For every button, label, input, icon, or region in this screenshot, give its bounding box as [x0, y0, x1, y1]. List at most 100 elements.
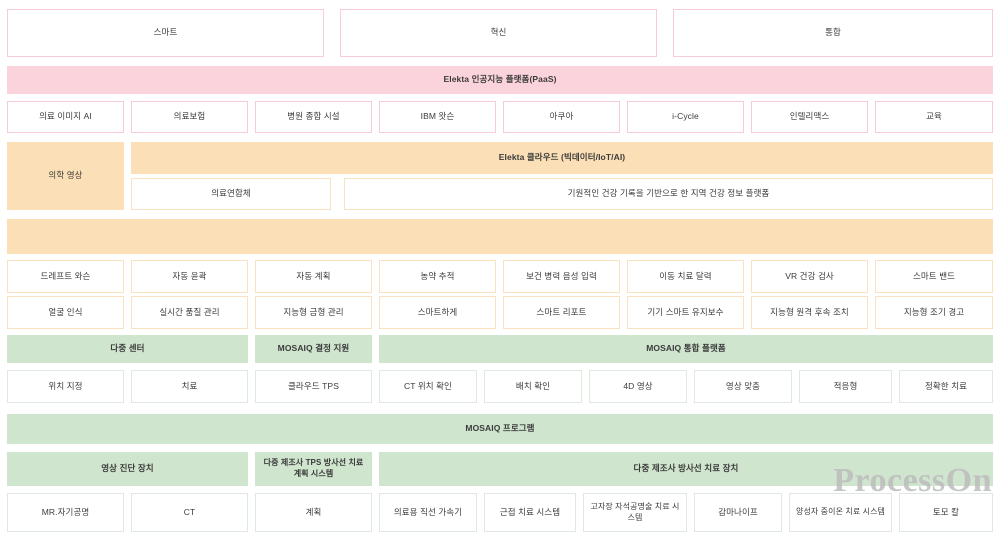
mosaiq-band-multi-center[interactable]: 다중 센터 [7, 335, 248, 363]
ai-item-label: 농약 추적 [420, 270, 455, 281]
mosaiq-item-image-matching[interactable]: 영상 맞춤 [694, 370, 792, 403]
paas-band[interactable]: Elekta 인공지능 플랫폼(PaaS) [7, 66, 993, 94]
ai-item-face-recognition[interactable]: 얼굴 인식 [7, 296, 124, 329]
title-box-integration[interactable]: 통합 [673, 9, 993, 57]
device-item-tomo-knife[interactable]: 토모 칼 [899, 493, 993, 532]
paas-band-label: Elekta 인공지능 플랫폼(PaaS) [443, 74, 557, 85]
ai-item-label: 스마트 밴드 [912, 270, 956, 281]
device-item-label: 의료용 직선 가속기 [393, 506, 463, 517]
device-item-mr[interactable]: MR.자기공명 [7, 493, 124, 532]
mosaiq-item-precise-treatment[interactable]: 정확한 치료 [899, 370, 993, 403]
device-item-label: 양성자 중이온 치료 시스템 [795, 507, 886, 517]
ai-item-drafted-watson[interactable]: 드레프트 와슨 [7, 260, 124, 293]
device-item-label: 토모 칼 [932, 506, 960, 517]
paas-item-education[interactable]: 교육 [875, 101, 993, 133]
ai-item-auto-plan[interactable]: 자동 계획 [255, 260, 372, 293]
mosaiq-item-label: 영상 맞춤 [725, 380, 761, 391]
mosaiq-item-label: 정확한 치료 [924, 380, 968, 391]
device-band-label: 영상 진단 장치 [101, 463, 154, 474]
title-box-label: 통합 [825, 27, 841, 38]
paas-item-hospital-facility[interactable]: 병원 종합 시설 [255, 101, 372, 133]
device-item-ct[interactable]: CT [131, 493, 248, 532]
paas-item-medical-image-ai[interactable]: 의료 이미지 AI [7, 101, 124, 133]
device-item-label: MR.자기공명 [41, 506, 90, 517]
ai-item-auto-contour[interactable]: 자동 윤곽 [131, 260, 248, 293]
title-box-innovation[interactable]: 혁신 [340, 9, 657, 57]
ai-item-smart-report[interactable]: 스마트 리포트 [503, 296, 620, 329]
ai-item-vr-health-exam[interactable]: VR 건강 검사 [751, 260, 868, 293]
ai-item-health-history-voice-input[interactable]: 보건 병력 음성 입력 [503, 260, 620, 293]
device-item-proton-heavy-ion[interactable]: 양성자 중이온 치료 시스템 [789, 493, 892, 532]
ai-item-smartly[interactable]: 스마트하게 [379, 296, 496, 329]
ai-item-label: 지능형 금형 관리 [283, 306, 344, 317]
mosaiq-item-placement-check[interactable]: 배치 확인 [484, 370, 582, 403]
mosaiq-band-label: MOSAIQ 통합 플랫폼 [646, 343, 726, 354]
ai-item-label: 스마트하게 [417, 306, 458, 317]
ai-item-label: 기기 스마트 유지보수 [647, 306, 724, 317]
cloud-item-medical-alliance[interactable]: 의료연합체 [131, 178, 331, 210]
device-band-multi-vendor-tps[interactable]: 다중 제조사 TPS 방사선 치료 계획 시스템 [255, 452, 372, 486]
device-band-label: 다중 제조사 TPS 방사선 치료 계획 시스템 [263, 458, 364, 478]
device-item-high-field-mr-therapy[interactable]: 고자장 자석공명술 치료 시스템 [583, 493, 687, 532]
ai-item-label: 보건 병력 음성 입력 [526, 270, 597, 281]
paas-item-i-cycle[interactable]: i-Cycle [627, 101, 744, 133]
paas-item-label: 교육 [926, 111, 942, 122]
orange-spacer-band[interactable] [7, 219, 993, 254]
paas-item-aqua[interactable]: 아쿠아 [503, 101, 620, 133]
ai-item-realtime-quality-control[interactable]: 실시간 품질 관리 [131, 296, 248, 329]
mosaiq-program-band[interactable]: MOSAIQ 프로그램 [7, 414, 993, 444]
mosaiq-item-adaptive[interactable]: 적응형 [799, 370, 892, 403]
title-box-label: 스마트 [153, 27, 178, 38]
device-item-brachytherapy[interactable]: 근접 치료 시스템 [484, 493, 576, 532]
paas-item-label: 아쿠아 [549, 111, 574, 122]
cloud-band-label: Elekta 클라우드 (빅데이터/IoT/AI) [498, 152, 626, 163]
cloud-item-label: 기원적인 건강 기록을 기반으로 한 지역 건강 정보 플랫폼 [567, 188, 770, 199]
device-item-label: 근접 치료 시스템 [499, 506, 561, 517]
device-item-label: CT [183, 506, 196, 517]
cloud-item-regional-health-platform[interactable]: 기원적인 건강 기록을 기반으로 한 지역 건강 정보 플랫폼 [344, 178, 993, 210]
cloud-item-label: 의료연합체 [211, 188, 251, 199]
mosaiq-item-positioning[interactable]: 위치 지정 [7, 370, 124, 403]
mosaiq-band-integrated-platform[interactable]: MOSAIQ 통합 플랫폼 [379, 335, 993, 363]
device-item-planning[interactable]: 계획 [255, 493, 372, 532]
ai-item-label: 지능형 조기 경고 [903, 306, 965, 317]
device-item-label: 계획 [305, 506, 322, 517]
cloud-band[interactable]: Elekta 클라우드 (빅데이터/IoT/AI) [131, 142, 993, 174]
ai-item-label: 지능형 원격 후속 조치 [770, 306, 849, 317]
ai-item-smart-early-warning[interactable]: 지능형 조기 경고 [875, 296, 993, 329]
paas-item-ibm-watson[interactable]: IBM 왓슨 [379, 101, 496, 133]
mosaiq-band-decision-support[interactable]: MOSAIQ 결정 지원 [255, 335, 372, 363]
mosaiq-item-label: 4D 영상 [623, 380, 653, 391]
mosaiq-item-label: 치료 [181, 380, 198, 391]
device-item-gamma-knife[interactable]: 감마나이프 [694, 493, 782, 532]
mosaiq-item-label: CT 위치 확인 [404, 380, 452, 391]
paas-item-label: IBM 왓슨 [420, 111, 455, 122]
ai-item-label: 얼굴 인식 [48, 306, 83, 317]
device-band-multi-vendor-radiotherapy[interactable]: 다중 제조사 방사선 치료 장치 [379, 452, 993, 486]
paas-item-medical-insurance[interactable]: 의료보험 [131, 101, 248, 133]
paas-item-label: 인텔리맥스 [789, 111, 830, 122]
ai-item-smart-remote-followup[interactable]: 지능형 원격 후속 조치 [751, 296, 868, 329]
medical-imaging-band[interactable]: 의학 영상 [7, 142, 124, 210]
mosaiq-band-label: MOSAIQ 결정 지원 [277, 343, 350, 354]
ai-item-device-smart-maintenance[interactable]: 기기 스마트 유지보수 [627, 296, 744, 329]
mosaiq-item-ct-position-check[interactable]: CT 위치 확인 [379, 370, 477, 403]
ai-item-label: 드레프트 와슨 [40, 270, 91, 281]
ai-item-smart-band[interactable]: 스마트 밴드 [875, 260, 993, 293]
paas-item-label: 병원 종합 시설 [287, 111, 340, 122]
paas-item-label: 의료 이미지 AI [39, 111, 92, 122]
ai-item-smart-mold-management[interactable]: 지능형 금형 관리 [255, 296, 372, 329]
ai-item-mobile-treatment-calendar[interactable]: 이동 치료 달력 [627, 260, 744, 293]
device-band-label: 다중 제조사 방사선 치료 장치 [633, 463, 739, 474]
mosaiq-item-4d-imaging[interactable]: 4D 영상 [589, 370, 687, 403]
device-item-linac[interactable]: 의료용 직선 가속기 [379, 493, 477, 532]
paas-item-intellimax[interactable]: 인텔리맥스 [751, 101, 868, 133]
mosaiq-item-treatment[interactable]: 치료 [131, 370, 248, 403]
title-box-smart[interactable]: 스마트 [7, 9, 324, 57]
mosaiq-item-cloud-tps[interactable]: 클라우드 TPS [255, 370, 372, 403]
mosaiq-band-label: 다중 센터 [110, 343, 145, 354]
mosaiq-item-label: 위치 지정 [48, 380, 83, 391]
ai-item-pesticide-tracking[interactable]: 농약 추적 [379, 260, 496, 293]
device-band-imaging-diagnostics[interactable]: 영상 진단 장치 [7, 452, 248, 486]
